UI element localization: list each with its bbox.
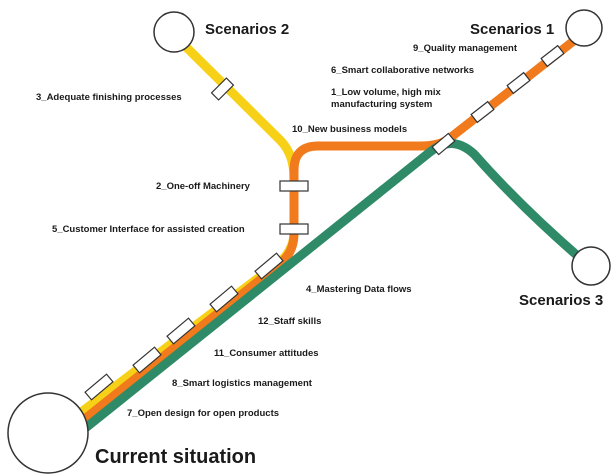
scenario-1-label: Scenarios 1 xyxy=(470,21,554,38)
station-4-label: 4_Mastering Data flows xyxy=(306,284,412,295)
station-9-marker xyxy=(540,44,565,68)
station-1-label: 1_Low volume, high mix xyxy=(331,87,442,98)
station-5-marker xyxy=(279,223,309,235)
station-10-marker xyxy=(431,132,456,156)
scenario-3-label: Scenarios 3 xyxy=(519,292,603,309)
station-3-marker xyxy=(210,77,235,101)
station-1-label-line-2: manufacturing system xyxy=(331,99,432,110)
station-1-marker xyxy=(470,100,495,124)
station-8-marker xyxy=(132,346,162,374)
station-10-label: 10_New business models xyxy=(292,124,407,135)
station-6-marker xyxy=(506,71,531,95)
station-12-label: 12_Staff skills xyxy=(258,316,321,327)
scenario-2-label: Scenarios 2 xyxy=(205,21,289,38)
station-11-marker xyxy=(166,317,196,345)
station-8-label: 8_Smart logistics management xyxy=(172,378,313,389)
station-6-label: 6_Smart collaborative networks xyxy=(331,65,474,76)
station-3-label: 3_Adequate finishing processes xyxy=(36,92,182,103)
station-11-label: 11_Consumer attitudes xyxy=(214,348,319,359)
scenario-2-terminal xyxy=(153,11,195,53)
station-7-marker xyxy=(84,373,114,401)
station-4-marker xyxy=(254,252,284,280)
scenario-1-terminal xyxy=(565,9,603,47)
station-2-label: 2_One-off Machinery xyxy=(156,181,251,192)
station-2-marker xyxy=(279,180,309,192)
current-situation-label: Current situation xyxy=(95,446,256,468)
station-7-label: 7_Open design for open products xyxy=(127,408,279,419)
current-situation-terminal xyxy=(7,392,89,474)
station-9-label: 9_Quality management xyxy=(413,43,518,54)
station-5-label: 5_Customer Interface for assisted creati… xyxy=(52,224,245,235)
station-12-marker xyxy=(209,285,239,313)
scenario-3-terminal xyxy=(571,246,611,286)
